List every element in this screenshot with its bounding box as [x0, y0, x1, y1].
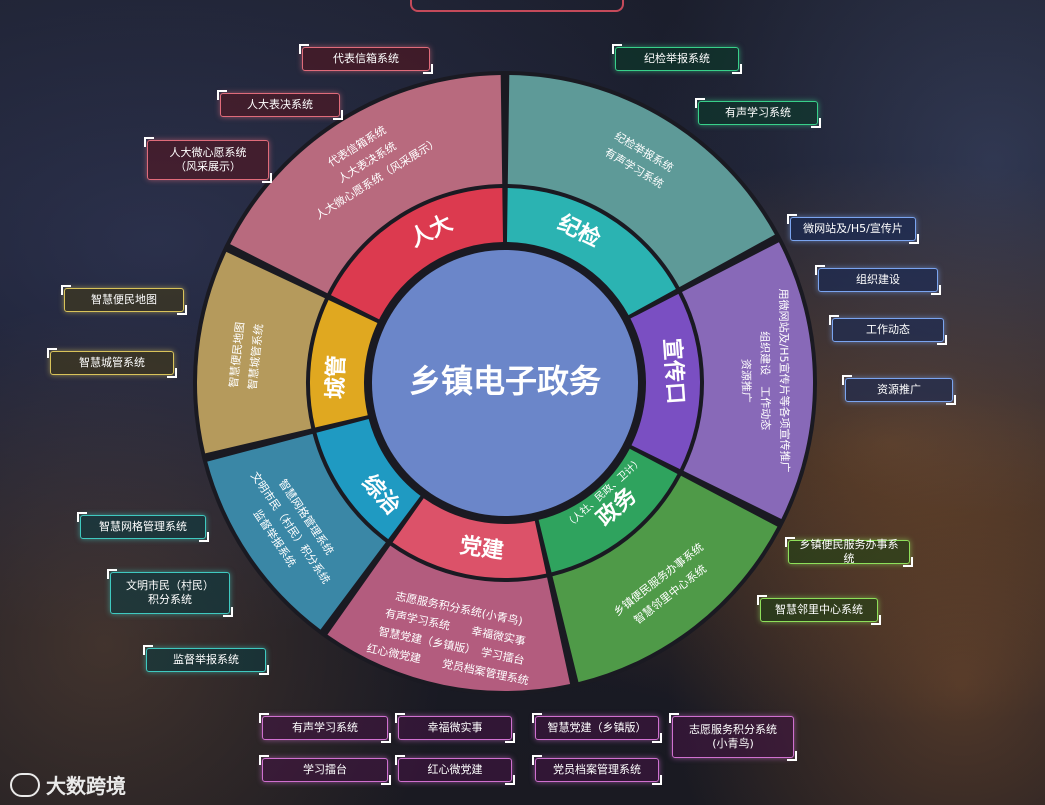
- outer-text-2-1: 组织建设 工作动态: [758, 331, 773, 430]
- system-tag-label: 微网站及/H5/宣传片: [803, 222, 903, 235]
- center-title: 乡镇电子政务: [409, 362, 601, 400]
- system-tag: 纪检举报系统: [612, 44, 742, 74]
- system-tag-label: 人大微心愿系统: [169, 146, 247, 159]
- system-tag: 人大微心愿系统（风采展示）: [144, 137, 272, 183]
- outer-text-2-2: 资源推广: [739, 359, 753, 403]
- inner-sector-1: [506, 188, 676, 316]
- system-tag-label: 工作动态: [866, 323, 910, 336]
- system-tag: 幸福微实事: [395, 713, 515, 743]
- system-tag: 组织建设: [815, 265, 941, 295]
- system-tag-label: 志愿服务积分系统: [689, 723, 777, 736]
- system-tag-label: 智慧党建（乡镇版）: [547, 721, 647, 734]
- outer-sector-5: [207, 433, 386, 630]
- system-tag: 智慧网格管理系统: [77, 512, 209, 542]
- system-tag: 有声学习系统: [695, 98, 821, 128]
- system-tag: 学习擂台: [259, 755, 391, 785]
- outer-text-6-1: 智慧城管系统: [245, 323, 266, 390]
- system-tag-label: 智慧网格管理系统: [99, 520, 187, 533]
- system-tag: 乡镇便民服务办事系统: [785, 537, 913, 567]
- inner-label-6: 城管: [322, 355, 350, 400]
- system-tag-label: 监督举报系统: [173, 653, 239, 666]
- system-tag-label: 学习擂台: [303, 763, 347, 776]
- watermark-text: 大数跨境: [46, 774, 126, 798]
- outer-sector-0: [230, 75, 503, 294]
- system-tag: 红心微党建: [395, 755, 515, 785]
- system-tag: 代表信箱系统: [299, 44, 433, 74]
- system-tag-label: 纪检举报系统: [644, 52, 710, 65]
- top-frame-decoration: [410, 0, 624, 12]
- system-tag-sublabel: (小青鸟): [712, 737, 754, 750]
- system-tag: 智慧便民地图: [61, 285, 187, 315]
- inner-sector-4: [392, 498, 547, 578]
- system-tag: 监督举报系统: [143, 645, 269, 675]
- system-tag-label: 党员档案管理系统: [553, 763, 641, 776]
- system-tag-label: 红心微党建: [427, 763, 483, 776]
- outer-sector-1: [507, 75, 775, 288]
- system-tag-label: 代表信箱系统: [333, 52, 399, 65]
- inner-sector-0: [330, 188, 504, 320]
- inner-label-4: 党建: [458, 533, 505, 564]
- system-tag-label: 有声学习系统: [725, 106, 791, 119]
- system-tag-sublabel: （风采展示）: [175, 160, 241, 173]
- outer-text-6-0: 智慧便民地图: [226, 321, 247, 388]
- system-tag-label: 组织建设: [856, 273, 900, 286]
- system-tag-label: 智慧便民地图: [91, 293, 157, 306]
- outer-text-2-0: 用微网站及/H5宣传片等各项宣传推广: [777, 289, 793, 473]
- system-tag: 资源推广: [842, 375, 956, 405]
- system-tag-label: 人大表决系统: [247, 98, 313, 111]
- system-tag-label: 有声学习系统: [292, 721, 358, 734]
- system-tag-label: 幸福微实事: [427, 721, 483, 734]
- inner-sector-5: [316, 419, 421, 540]
- system-tag-label: 智慧邻里中心系统: [775, 603, 863, 616]
- outer-sector-2: [681, 242, 813, 519]
- system-tag: 人大表决系统: [217, 90, 343, 120]
- outer-sector-3: [552, 475, 778, 683]
- inner-label-2: 宣传口: [658, 337, 689, 405]
- system-tag: 智慧党建（乡镇版）: [532, 713, 662, 743]
- system-tag: 文明市民（村民）积分系统: [107, 569, 233, 617]
- inner-sector-2: [630, 293, 700, 470]
- system-tag: 工作动态: [829, 315, 947, 345]
- outer-sector-6: [197, 251, 325, 454]
- system-tag-label: 文明市民（村民）: [126, 579, 214, 592]
- center-circle: [372, 250, 638, 516]
- system-tag-label: 资源推广: [877, 383, 921, 396]
- system-tag: 微网站及/H5/宣传片: [787, 214, 919, 244]
- system-tag-sublabel: 积分系统: [148, 593, 192, 606]
- watermark-logo-icon: [10, 772, 40, 797]
- system-tag: 志愿服务积分系统(小青鸟): [669, 713, 797, 761]
- inner-sector-6: [310, 299, 378, 428]
- system-tag-label: 乡镇便民服务办事系统: [799, 538, 899, 565]
- outer-sector-4: [327, 545, 571, 691]
- system-tag-label: 智慧城管系统: [79, 356, 145, 369]
- system-tag: 党员档案管理系统: [532, 755, 662, 785]
- inner-sector-3: [538, 448, 678, 573]
- system-tag: 有声学习系统: [259, 713, 391, 743]
- system-tag: 智慧城管系统: [47, 348, 177, 378]
- watermark: 大数跨境: [10, 770, 126, 799]
- system-tag: 智慧邻里中心系统: [757, 595, 881, 625]
